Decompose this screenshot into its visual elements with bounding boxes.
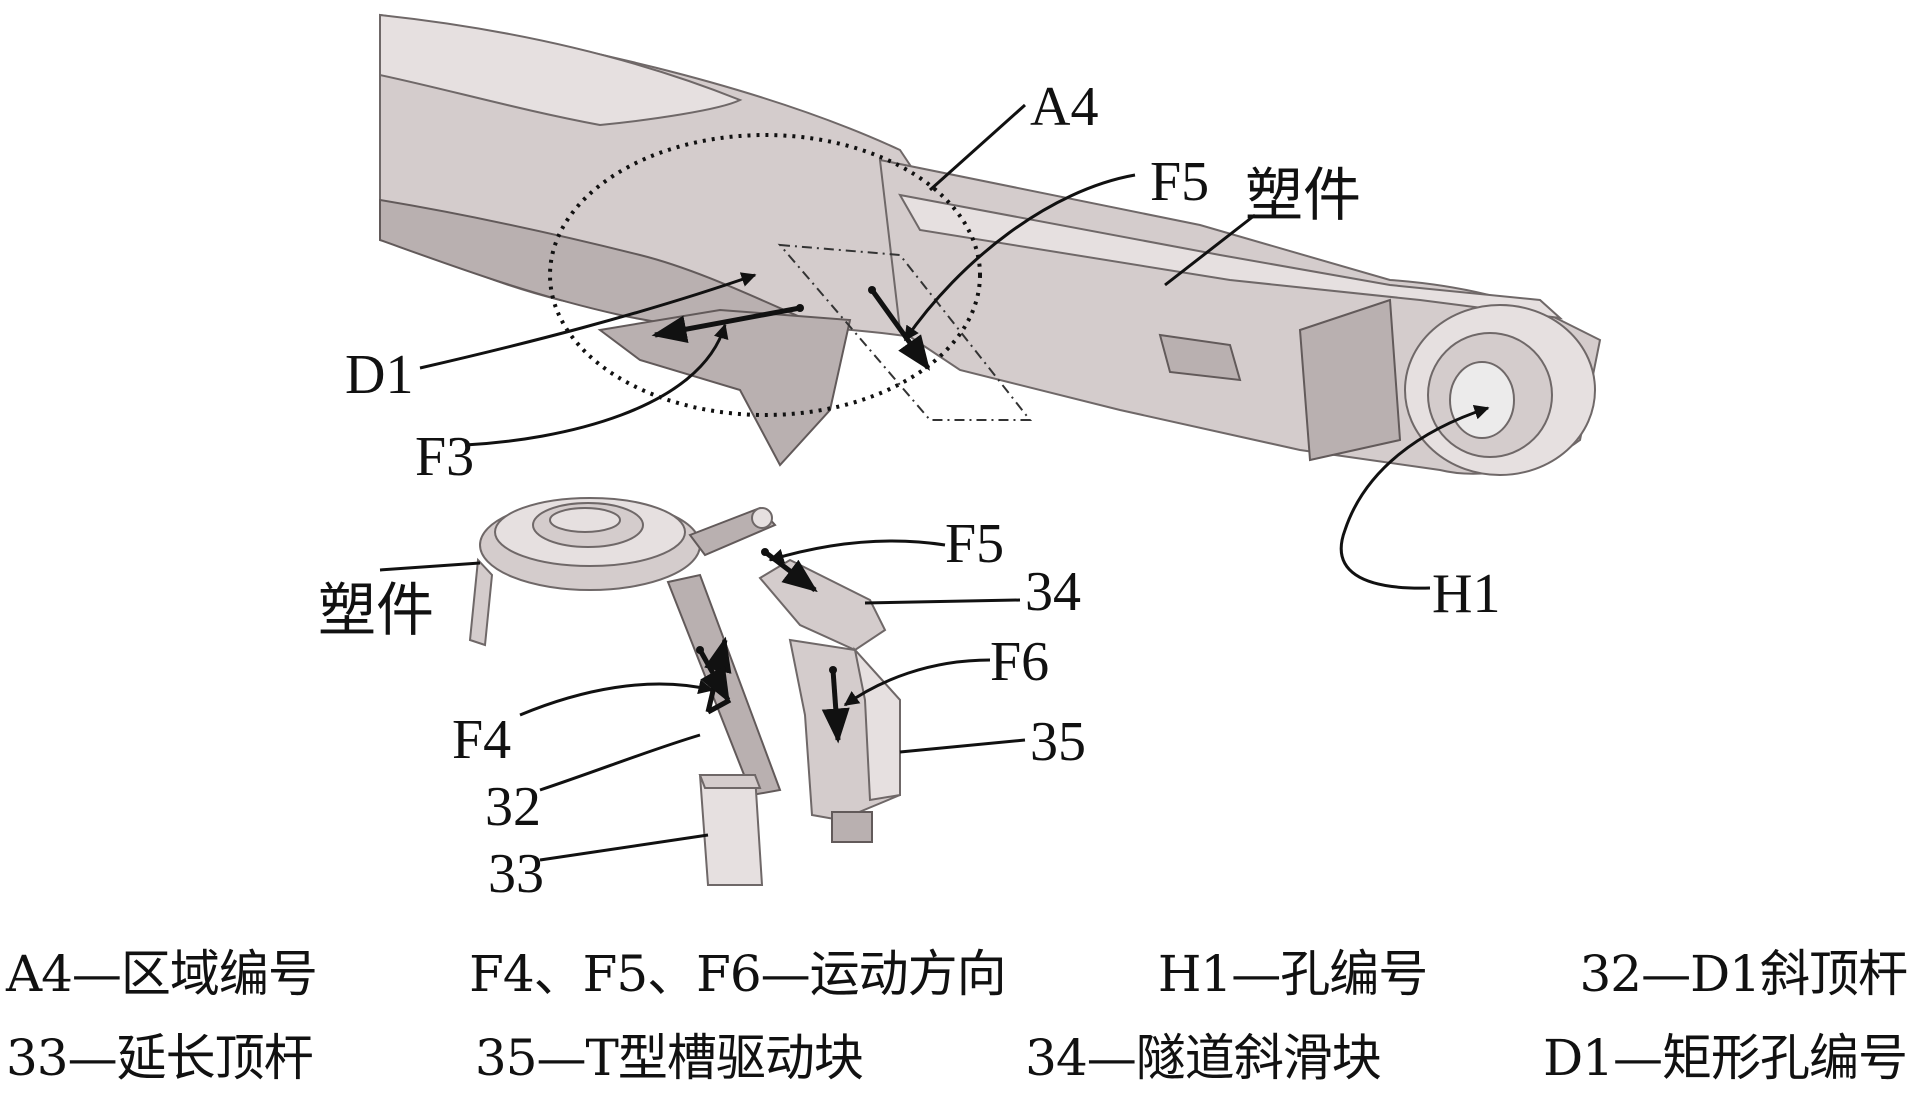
technical-figure: A4 F5 塑件 D1 F3 H1 塑件 F5 34 F6 F4 35 32 3… [318, 13, 1602, 900]
label-34: 34 [1025, 561, 1081, 623]
legend-item-34: 34—隧道斜滑块 [1025, 1029, 1382, 1087]
label-35: 35 [1030, 711, 1086, 773]
legend-item-33: 33—延长顶杆 [6, 1029, 314, 1087]
motion-arrows-top [651, 286, 931, 371]
label-h1: H1 [1432, 563, 1500, 625]
label-32: 32 [485, 776, 541, 838]
label-d1: D1 [345, 344, 413, 406]
top-plastic-part [379, 13, 1602, 476]
label-f5-bottom: F5 [945, 513, 1004, 575]
label-f5-top: F5 [1150, 151, 1209, 213]
leader-lines-top [419, 103, 1490, 590]
label-plastic-part-bottom: 塑件 [318, 576, 434, 644]
figure-legend: A4—区域编号 F4、F5、F6—运动方向 H1—孔编号 32—D1斜顶杆 33… [0, 928, 1911, 1096]
legend-row: 33—延长顶杆 35—T型槽驱动块 34—隧道斜滑块 D1—矩形孔编号 [0, 1012, 1911, 1096]
legend-item-a4: A4—区域编号 [6, 945, 318, 1003]
legend-item-d1: D1—矩形孔编号 [1543, 1029, 1908, 1087]
legend-item-32: 32—D1斜顶杆 [1579, 945, 1908, 1003]
label-a4: A4 [1030, 76, 1098, 138]
legend-item-motion-direction: F4、F5、F6—运动方向 [469, 945, 1007, 1003]
legend-item-35: 35—T型槽驱动块 [474, 1029, 864, 1087]
label-f6: F6 [990, 631, 1049, 693]
label-f3: F3 [415, 426, 474, 488]
motion-arrows-bottom [696, 548, 850, 744]
leader-lines-bottom [379, 539, 1026, 862]
label-plastic-part-top: 塑件 [1245, 161, 1361, 229]
legend-item-h1: H1—孔编号 [1157, 945, 1428, 1003]
label-33: 33 [488, 843, 544, 900]
label-f4: F4 [452, 709, 511, 771]
region-a4-circle [548, 133, 982, 417]
legend-row: A4—区域编号 F4、F5、F6—运动方向 H1—孔编号 32—D1斜顶杆 [0, 928, 1911, 1012]
